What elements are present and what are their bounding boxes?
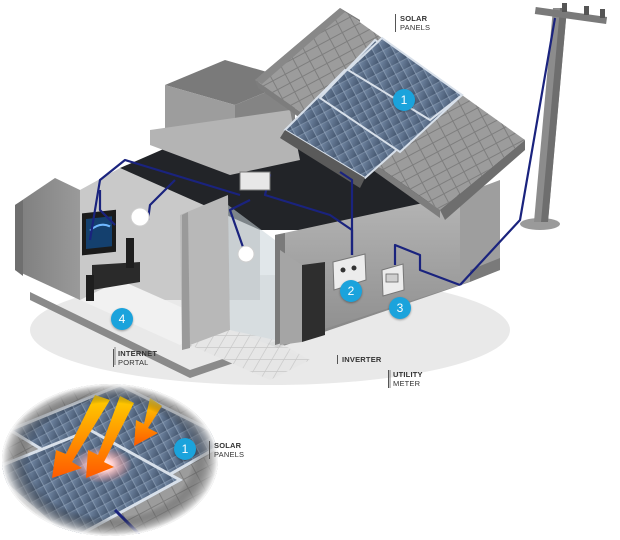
utility-meter-box: [381, 263, 405, 297]
bathroom-floor: [190, 330, 310, 380]
badge-inverter: 2: [340, 280, 362, 302]
label-solar-panels-top: SOLAR PANELS: [394, 14, 431, 32]
partition-wall-1: [180, 195, 230, 350]
badge-utility-meter: 3: [389, 297, 411, 319]
label-inverter: INVERTER: [337, 355, 382, 364]
roof-solar-panels: [280, 36, 464, 188]
bathroom-glass: [228, 205, 275, 355]
badge-solar-panels-inset: 1: [174, 438, 196, 460]
ceiling-light-2: [237, 245, 255, 263]
label-inset-title: SOLAR: [214, 441, 242, 450]
right-end-wall: [460, 180, 500, 285]
house-slab: [30, 275, 470, 378]
label-internet-subtitle: PORTAL: [118, 358, 149, 367]
inverter-box: [332, 253, 367, 291]
wiring: [88, 17, 557, 287]
badge-solar-panels: 1: [393, 89, 415, 111]
label-internet-portal: INTERNET PORTAL: [112, 349, 158, 367]
living-room-floor: [80, 280, 210, 345]
door: [302, 262, 325, 342]
label-solar-panels-subtitle: PANELS: [400, 23, 431, 32]
tv-set: [82, 209, 140, 301]
label-internet-title: INTERNET: [118, 349, 158, 358]
leader-lines: [114, 347, 391, 388]
wifi-router: [239, 171, 271, 191]
label-solar-panels-inset: SOLAR PANELS: [208, 441, 245, 459]
label-utility-subtitle: METER: [393, 379, 421, 388]
utility-pole: [520, 3, 608, 230]
upper-storey: [150, 60, 300, 175]
label-utility-meter: UTILITY METER: [388, 370, 423, 388]
left-end-wall: [15, 178, 80, 300]
label-inverter-title: INVERTER: [342, 355, 382, 364]
label-inset-subtitle: PANELS: [214, 450, 245, 459]
badge-internet-portal: 4: [111, 308, 133, 330]
inset-magnified-panel: [2, 384, 218, 536]
ceiling-light-1: [130, 207, 150, 227]
label-utility-title: UTILITY: [393, 370, 423, 379]
label-solar-panels-title: SOLAR: [400, 14, 428, 23]
